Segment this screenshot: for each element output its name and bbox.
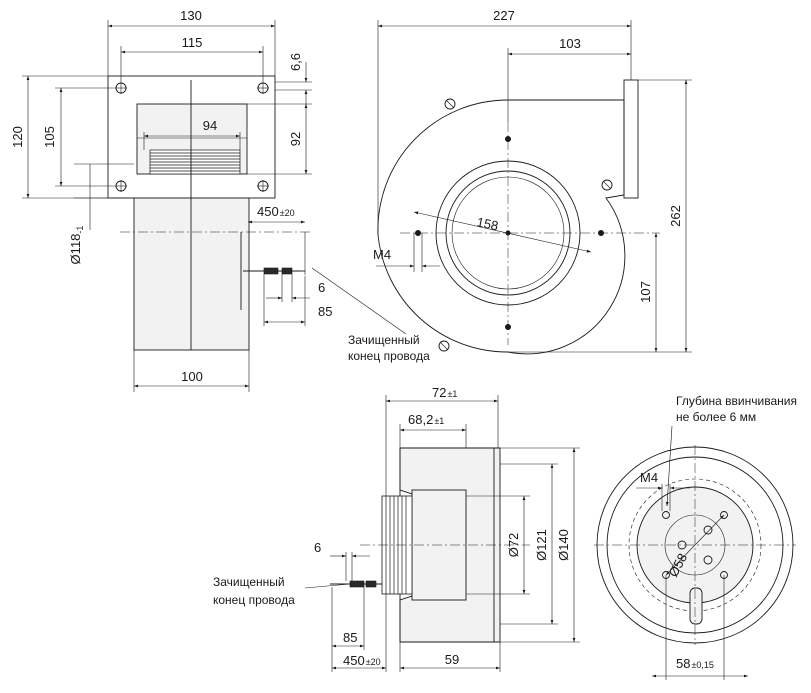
svg-text:450±20: 450±20 — [257, 204, 295, 219]
dim-cable-length: 450 — [257, 204, 279, 219]
dim-side-strip-short: 6 — [314, 540, 321, 555]
dim-depth: 100 — [181, 369, 203, 384]
dim-face-thread: M4 — [640, 470, 658, 485]
note-screw-depth-line1: Глубина ввинчивания — [676, 394, 797, 408]
dim-motor-diameter: Ø118 — [68, 234, 83, 265]
dim-side-thread: M4 — [373, 247, 391, 262]
dim-width-holes: 115 — [182, 35, 203, 50]
dim-depth-inner-tol: ±1 — [434, 416, 444, 426]
dim-height-outer: 120 — [10, 126, 25, 148]
front-mount-holes — [115, 82, 269, 192]
dim-face-spacing: 58 — [676, 656, 690, 671]
dim-overall-width: 227 — [493, 8, 515, 23]
dim-flange: 6,6 — [288, 53, 303, 71]
motor-side-cable — [330, 580, 382, 588]
dim-depth-inner: 68,2 — [408, 412, 433, 427]
dim-axis-height: 107 — [638, 281, 653, 303]
dim-depth-outer-tol: ±1 — [447, 389, 457, 399]
dim-side-cable-length-tol: ±20 — [366, 657, 381, 667]
dim-cable-length-tol: ±20 — [280, 208, 295, 218]
note-stripped-end-line2: конец провода — [348, 349, 430, 363]
dim-diameter-mid: Ø121 — [534, 529, 549, 561]
dim-strip-short: 6 — [318, 280, 325, 295]
dim-height-holes: 105 — [42, 126, 57, 148]
svg-text:68,2±1: 68,2±1 — [408, 412, 444, 427]
side-housing — [377, 99, 626, 355]
svg-text:450±20: 450±20 — [343, 653, 381, 668]
motor-side-view: 72±1 68,2±1 Ø72 Ø121 Ø140 6 85 — [213, 385, 580, 672]
dim-face-spacing-tol: ±0,15 — [691, 660, 713, 670]
dim-outlet-width: 94 — [203, 118, 217, 133]
dim-strip-long: 85 — [318, 304, 332, 319]
dim-side-cable-length: 450 — [343, 653, 365, 668]
dim-outlet-height: 92 — [288, 132, 303, 146]
dim-diameter-large: Ø140 — [556, 529, 571, 561]
dim-mount-circle: 158 — [475, 214, 499, 233]
dim-side-strip-long: 85 — [343, 630, 357, 645]
front-motor-body — [133, 197, 250, 351]
side-view: 158 M4 227 103 262 107 — [373, 8, 692, 355]
dim-motor-diameter-tol: -1 — [75, 226, 85, 234]
dim-body-depth: 59 — [445, 652, 459, 667]
note-side-stripped-line2: конец провода — [213, 593, 295, 607]
note-screw-depth-line2: не более 6 мм — [676, 410, 756, 424]
dim-diameter-small: Ø72 — [506, 533, 521, 558]
dim-outlet-offset: 103 — [559, 36, 581, 51]
note-side-stripped-line1: Зачищенный — [213, 575, 285, 589]
note-stripped-end-line1: Зачищенный — [348, 333, 420, 347]
dim-depth-outer: 72 — [432, 385, 446, 400]
motor-face-view: Ø58 M4 Глубина ввинчивания не более 6 мм… — [594, 394, 797, 680]
svg-text:58±0,15: 58±0,15 — [676, 656, 714, 671]
side-outlet-flange — [623, 79, 639, 199]
svg-text:Ø118-1: Ø118-1 — [68, 226, 85, 265]
front-view: 130 115 120 105 94 92 6,6 — [10, 8, 430, 392]
svg-text:72±1: 72±1 — [432, 385, 457, 400]
front-cable — [243, 267, 305, 275]
dim-overall-height: 262 — [668, 205, 683, 227]
face-cable-exit — [689, 587, 703, 625]
dim-width-outer: 130 — [180, 8, 202, 23]
